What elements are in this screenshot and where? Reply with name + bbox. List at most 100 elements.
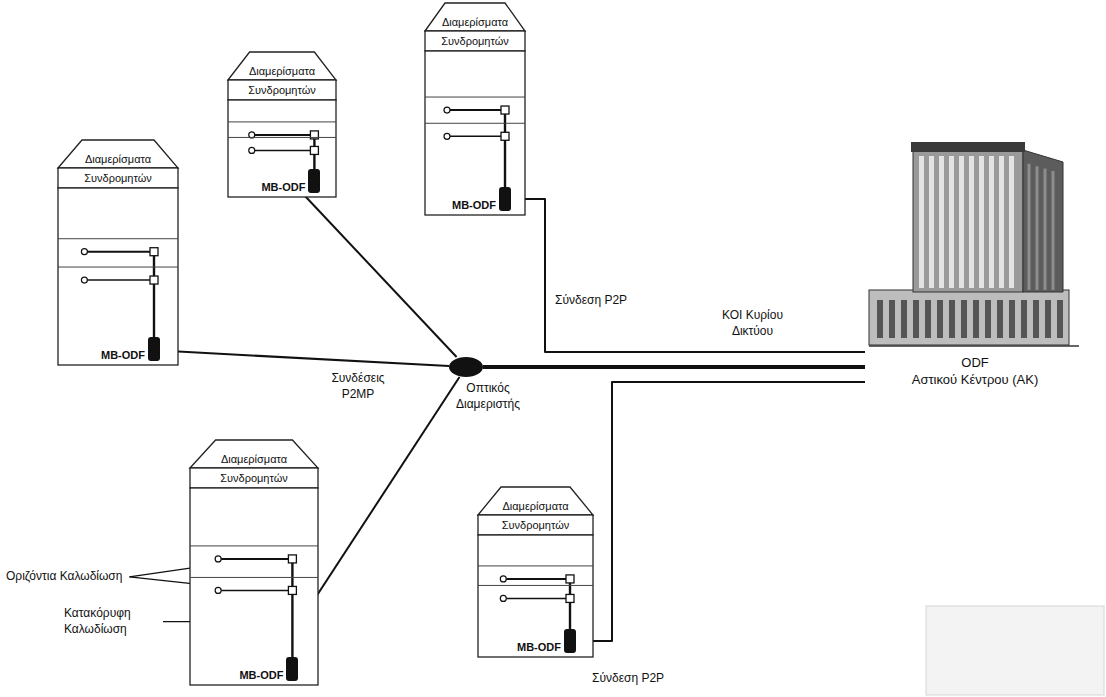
floor-slab bbox=[58, 238, 178, 239]
horizontal-cable bbox=[255, 134, 311, 136]
podium-window bbox=[925, 300, 931, 338]
outlet-point bbox=[500, 595, 506, 601]
building-body bbox=[190, 488, 318, 685]
fiber-connector bbox=[160, 351, 449, 367]
office-building bbox=[865, 140, 1085, 355]
odf-block bbox=[564, 629, 576, 653]
podium-window bbox=[901, 300, 907, 338]
podium-window bbox=[1033, 300, 1039, 338]
floor-slab bbox=[425, 97, 525, 98]
name-band bbox=[190, 468, 318, 488]
window-strip bbox=[929, 156, 934, 288]
connection-label: Σύνδεση P2P bbox=[553, 293, 629, 309]
band-label: Συνδρομητών bbox=[84, 172, 152, 184]
floor-slab bbox=[58, 267, 178, 268]
outlet-point bbox=[444, 133, 450, 139]
building-body bbox=[425, 51, 525, 215]
fiber-connector bbox=[511, 199, 865, 352]
outlet-point bbox=[444, 107, 450, 113]
floor-box bbox=[566, 575, 574, 583]
apartment-building: MB-ODFΔιαμερίσματαΣυνδρομητών bbox=[425, 3, 525, 215]
horizontal-cable bbox=[87, 279, 150, 281]
mb-odf-box: MB-ODF bbox=[452, 187, 511, 211]
outlet-point bbox=[215, 587, 221, 593]
outlet-point bbox=[215, 556, 221, 562]
mb-odf-label: MB-ODF bbox=[517, 641, 561, 653]
mb-odf-label: MB-ODF bbox=[101, 349, 145, 361]
horizontal-cable bbox=[87, 251, 150, 253]
office-label: ODF bbox=[865, 355, 1085, 372]
podium-window bbox=[1021, 300, 1027, 338]
tower-side bbox=[1023, 150, 1063, 292]
window-strip bbox=[989, 156, 994, 288]
name-band bbox=[228, 80, 336, 100]
ground-line bbox=[869, 345, 1079, 347]
vertical-cable bbox=[291, 559, 293, 657]
podium-window bbox=[877, 300, 883, 338]
window-strip bbox=[919, 156, 924, 288]
podium-window bbox=[949, 300, 955, 338]
roof bbox=[425, 3, 525, 31]
apartment-building: MB-ODFΔιαμερίσματαΣυνδρομητών bbox=[478, 487, 593, 657]
horizontal-cable bbox=[506, 598, 566, 600]
window-strip bbox=[949, 156, 954, 288]
podium-window bbox=[937, 300, 943, 338]
floor-slab bbox=[228, 137, 336, 138]
roof-label: Διαμερίσματα bbox=[85, 153, 151, 165]
building-body bbox=[58, 188, 178, 365]
floor-box bbox=[288, 555, 296, 563]
floor-box bbox=[150, 276, 158, 284]
roof-label: Διαμερίσματα bbox=[221, 453, 287, 465]
floor-slab bbox=[190, 577, 318, 578]
podium-window bbox=[1009, 300, 1015, 338]
mb-odf-label: MB-ODF bbox=[452, 199, 496, 211]
fiber-connector bbox=[302, 193, 456, 357]
podium-window bbox=[997, 300, 1003, 338]
mb-odf-box: MB-ODF bbox=[239, 657, 298, 681]
side-strip bbox=[1044, 169, 1047, 290]
roof bbox=[228, 52, 336, 80]
mb-odf-label: MB-ODF bbox=[261, 181, 305, 193]
floor-slab bbox=[190, 545, 318, 546]
floor-box bbox=[566, 594, 574, 602]
outlet-point bbox=[249, 147, 255, 153]
band-label: Συνδρομητών bbox=[248, 84, 316, 96]
podium-window bbox=[961, 300, 967, 338]
horizontal-cable bbox=[506, 578, 566, 580]
podium-window bbox=[1057, 300, 1063, 338]
building-body bbox=[478, 535, 593, 657]
podium-window bbox=[985, 300, 991, 338]
band-label: Συνδρομητών bbox=[441, 35, 509, 47]
odf-block bbox=[286, 657, 298, 681]
outlet-point bbox=[81, 249, 87, 255]
outlet-point bbox=[81, 277, 87, 283]
splitter-ellipse bbox=[449, 357, 483, 377]
odf-block bbox=[148, 337, 160, 361]
floor-box bbox=[288, 586, 296, 594]
window-strip bbox=[969, 156, 974, 288]
horizontal-cable bbox=[255, 150, 311, 152]
mb-odf-label: MB-ODF bbox=[239, 669, 283, 681]
roof-label: Διαμερίσματα bbox=[249, 65, 315, 77]
band-label: Συνδρομητών bbox=[502, 519, 570, 531]
vertical-cable bbox=[153, 252, 155, 337]
floor-box bbox=[150, 248, 158, 256]
cabling-label: Οριζόντια Καλωδίωση bbox=[4, 569, 124, 585]
apartment-building: MB-ODF ΔιαμερίσματαΣυνδρομητών bbox=[58, 140, 178, 365]
side-strip bbox=[1028, 164, 1031, 290]
window-strip bbox=[1009, 156, 1014, 288]
floor-box bbox=[501, 106, 509, 114]
podium-window bbox=[1045, 300, 1051, 338]
window-strip bbox=[959, 156, 964, 288]
podium-window bbox=[973, 300, 979, 338]
roof bbox=[58, 140, 178, 168]
side-strip bbox=[1036, 166, 1039, 290]
tower-face bbox=[913, 150, 1023, 292]
floor-slab bbox=[478, 565, 593, 566]
horizontal-cable bbox=[221, 590, 288, 592]
watermark-patch bbox=[926, 606, 1104, 695]
mb-odf-box: MB-ODF bbox=[101, 337, 160, 361]
horizontal-cable bbox=[221, 558, 288, 560]
